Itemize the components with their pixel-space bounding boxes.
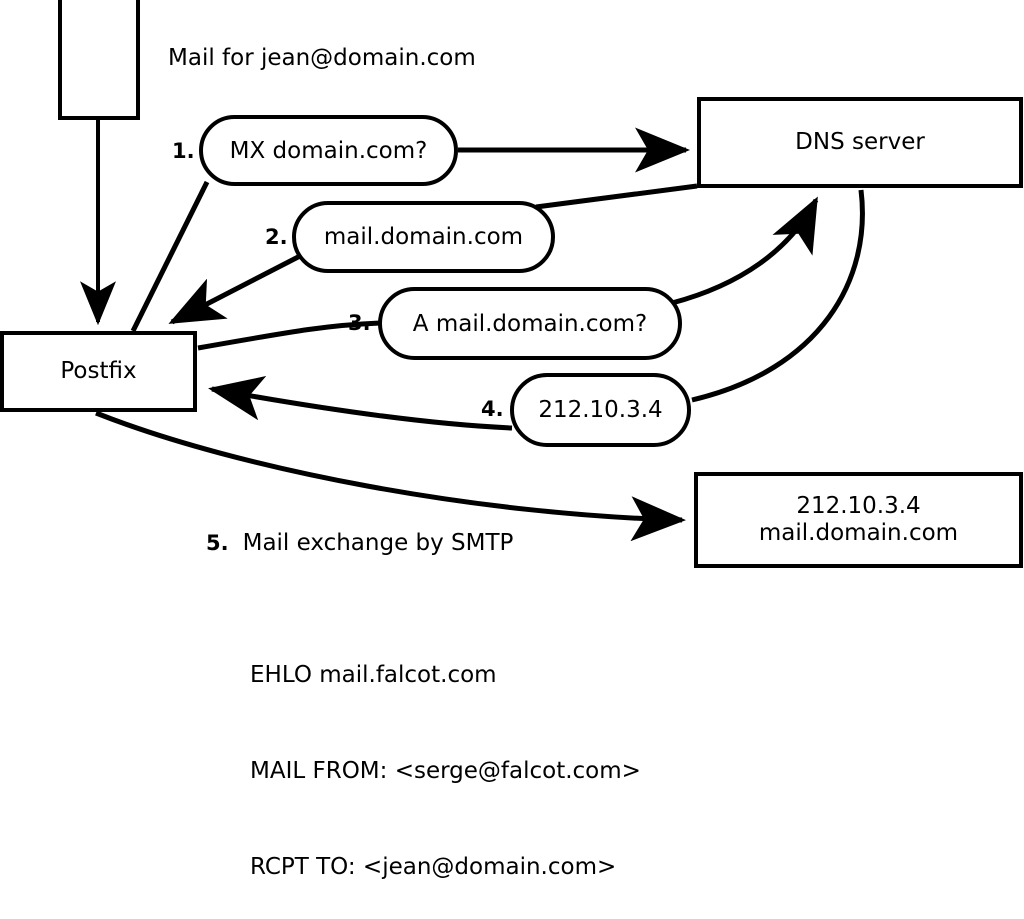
step-1-number: 1. <box>172 139 195 163</box>
mail-for-note: Mail for jean@domain.com <box>168 45 476 71</box>
transcript-line: MAIL FROM: <serge@falcot.com> <box>250 758 641 784</box>
step-2-label: mail.domain.com <box>323 224 524 250</box>
step-1-bubble: MX domain.com? <box>199 115 458 186</box>
smtp-transcript: EHLO mail.falcot.com MAIL FROM: <serge@f… <box>250 595 641 919</box>
step-5-heading: 5. Mail exchange by SMTP <box>206 530 513 556</box>
connector-step4-to-postfix <box>208 375 513 431</box>
target-mail-server-ip: 212.10.3.4 <box>796 492 921 519</box>
step-4-bubble: 212.10.3.4 <box>510 373 691 447</box>
connector-step3-to-dns <box>671 196 819 306</box>
step-3-number: 3. <box>348 311 371 335</box>
step-5-label: Mail exchange by SMTP <box>242 530 514 556</box>
connector-postfix-to-step1 <box>130 180 210 333</box>
step-3-bubble: A mail.domain.com? <box>378 287 682 360</box>
connector-dns-to-step4 <box>691 189 865 403</box>
target-mail-server-box: 212.10.3.4 mail.domain.com <box>694 472 1023 568</box>
dns-server-box: DNS server <box>697 97 1023 188</box>
connector-postfix-to-mailserver <box>95 410 686 542</box>
incoming-mail-box <box>58 0 140 120</box>
target-mail-server-hostname: mail.domain.com <box>758 520 959 546</box>
transcript-line: RCPT TO: <jean@domain.com> <box>250 854 617 880</box>
step-4-label: 212.10.3.4 <box>538 397 663 423</box>
connector-postfix-to-step3 <box>197 320 381 351</box>
step-3-label: A mail.domain.com? <box>412 310 648 337</box>
transcript-line: EHLO mail.falcot.com <box>250 662 497 688</box>
step-4-number: 4. <box>481 397 504 421</box>
postfix-label: Postfix <box>60 357 137 384</box>
dns-server-label: DNS server <box>795 128 925 155</box>
postfix-box: Postfix <box>0 331 197 412</box>
step-2-number: 2. <box>265 225 288 249</box>
step-1-label: MX domain.com? <box>229 137 428 164</box>
step-5-number: 5. <box>206 531 229 555</box>
step-2-bubble: mail.domain.com <box>292 201 555 273</box>
connector-dns-to-step2 <box>535 183 698 210</box>
connector-step2-to-postfix <box>168 253 302 325</box>
